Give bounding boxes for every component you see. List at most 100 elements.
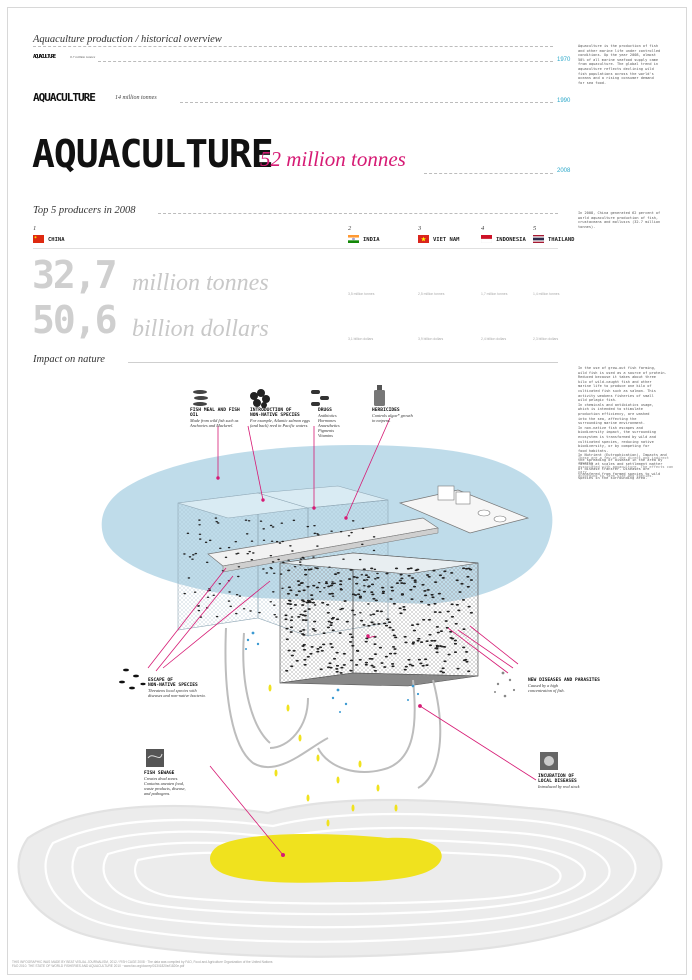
fish-dot <box>338 632 342 634</box>
fish-dot <box>372 536 376 538</box>
fish-dot <box>326 611 330 614</box>
fish-dot <box>289 545 292 547</box>
fish-dot <box>409 567 413 570</box>
fish-dot <box>311 628 315 630</box>
sewage-dead-zone <box>210 834 442 883</box>
fish-dot <box>391 663 395 665</box>
fish-dot <box>215 615 219 618</box>
fish-dot <box>450 572 454 574</box>
fish-dot <box>444 620 448 622</box>
fish-dot <box>330 592 334 595</box>
fish-dot <box>439 630 443 632</box>
fish-dot <box>411 664 415 667</box>
fish-dot <box>354 594 358 596</box>
fish-dot <box>326 666 331 669</box>
country-china: CHINA <box>48 237 65 243</box>
fish-dot <box>299 630 303 633</box>
fish-dot <box>398 579 402 582</box>
fish-dot <box>258 611 261 614</box>
fish-dot <box>325 581 328 583</box>
fish-dot <box>373 653 377 655</box>
fish-dot <box>461 599 466 601</box>
fish-dot <box>301 645 305 647</box>
fish-dot <box>289 631 293 633</box>
fish-dot <box>313 620 317 623</box>
fish-dot <box>466 575 470 578</box>
fish-dot <box>446 610 450 613</box>
fish-dot <box>312 584 316 587</box>
fish-dot <box>316 650 320 653</box>
fish-dot <box>394 636 398 639</box>
fish-dot <box>335 668 339 670</box>
fish-dot <box>416 639 420 642</box>
fish-dot <box>457 609 461 612</box>
indonesia-dollars: 2,4 billion dollars <box>481 337 507 341</box>
fish-dot <box>269 554 273 557</box>
fish-dot <box>317 534 320 536</box>
fish-dot <box>367 585 371 588</box>
fish-dot <box>385 572 389 575</box>
fish-dot <box>435 651 439 654</box>
fish-dot <box>351 609 355 612</box>
fish-dot <box>469 611 473 614</box>
fish-dot <box>324 582 329 585</box>
fish-dot <box>315 586 319 589</box>
fish-dot <box>394 567 399 570</box>
fish-dot <box>329 666 333 669</box>
vietnam-flag-icon <box>418 235 429 243</box>
fish-dot <box>329 584 333 587</box>
country-thailand: THAILAND <box>548 237 575 243</box>
salmon-eggs-icon <box>250 389 270 408</box>
fish-dot <box>252 552 255 554</box>
fish-dot <box>342 652 346 655</box>
fish-dot <box>335 618 340 621</box>
fish-dot <box>347 535 351 537</box>
aquaculture-1970-amount: 0.7 million tonnes <box>70 55 96 59</box>
china-tonnes-unit: million tonnes <box>132 270 269 296</box>
fish-dot <box>236 552 240 555</box>
fish-dot <box>355 576 359 579</box>
fish-dot <box>372 597 376 600</box>
fish-dot <box>349 569 353 571</box>
fish-dot <box>250 540 254 542</box>
fish-dot <box>403 635 407 638</box>
fish-dot <box>284 618 288 621</box>
fish-dot <box>302 600 306 603</box>
fish-dot <box>376 576 380 579</box>
fish-dot <box>357 593 361 596</box>
fish-dot <box>407 574 411 577</box>
fish-dot <box>355 649 360 652</box>
fish-dot <box>307 608 311 610</box>
fish-dot <box>328 662 332 665</box>
fish-dot <box>313 532 317 535</box>
fish-dot <box>427 575 431 578</box>
fish-dot <box>403 668 407 671</box>
impact-new-diseases: NEW DISEASES AND PARASITES Caused by a h… <box>528 678 600 693</box>
fish-dot <box>270 540 274 543</box>
fish-dot <box>330 530 333 532</box>
fish-dot <box>453 651 458 653</box>
fish-dot <box>443 660 447 663</box>
fish-dot <box>306 599 310 602</box>
fish-dot <box>379 610 383 613</box>
fish-dot <box>259 520 263 522</box>
fish-dot <box>424 658 428 661</box>
fish-dot <box>462 567 466 570</box>
fish-dot <box>295 659 299 662</box>
thailand-dollars: 2,3 billion dollars <box>533 337 559 341</box>
fish-dot <box>321 601 325 604</box>
fish-dot <box>433 602 437 605</box>
section-title-historical: Aquaculture production / historical over… <box>33 34 222 45</box>
aquaculture-1990-amount: 14 million tonnes <box>115 95 157 101</box>
fish-dot <box>393 648 397 650</box>
fish-dot <box>297 590 301 593</box>
fish-dot <box>322 643 326 646</box>
india-dollars: 3,1 billion dollars <box>348 337 374 341</box>
fish-dot <box>420 641 424 643</box>
fish-dot <box>320 649 324 652</box>
fish-dot <box>450 615 454 618</box>
fish-dot <box>345 620 349 623</box>
fish-dot <box>237 575 240 578</box>
fish-dot <box>303 658 307 661</box>
fish-dot <box>364 663 368 666</box>
